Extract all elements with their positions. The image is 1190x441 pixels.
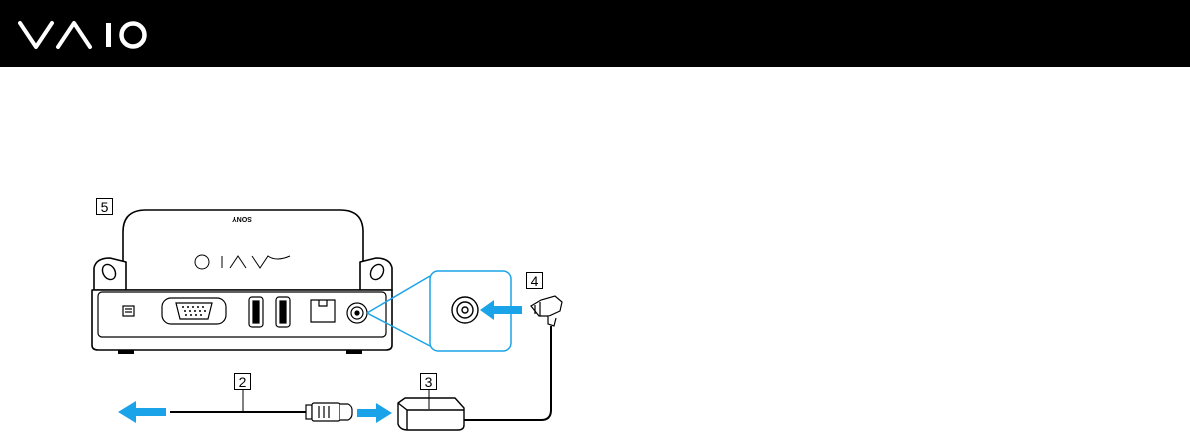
arrow-to-outlet (118, 401, 166, 423)
arrow-to-adapter (357, 403, 392, 423)
callout-5: 5 (96, 198, 113, 215)
power-cord-plug (306, 403, 352, 421)
callout-4: 4 (526, 272, 543, 289)
callout-3: 3 (420, 373, 437, 390)
small-port (123, 306, 134, 316)
front-port-panel (98, 292, 386, 337)
dc-in-zoomed (452, 297, 478, 323)
sony-mark: SONY (232, 215, 252, 222)
callout-2: 2 (234, 373, 251, 390)
dc-plug (531, 296, 562, 326)
ac-adapter (398, 398, 464, 430)
